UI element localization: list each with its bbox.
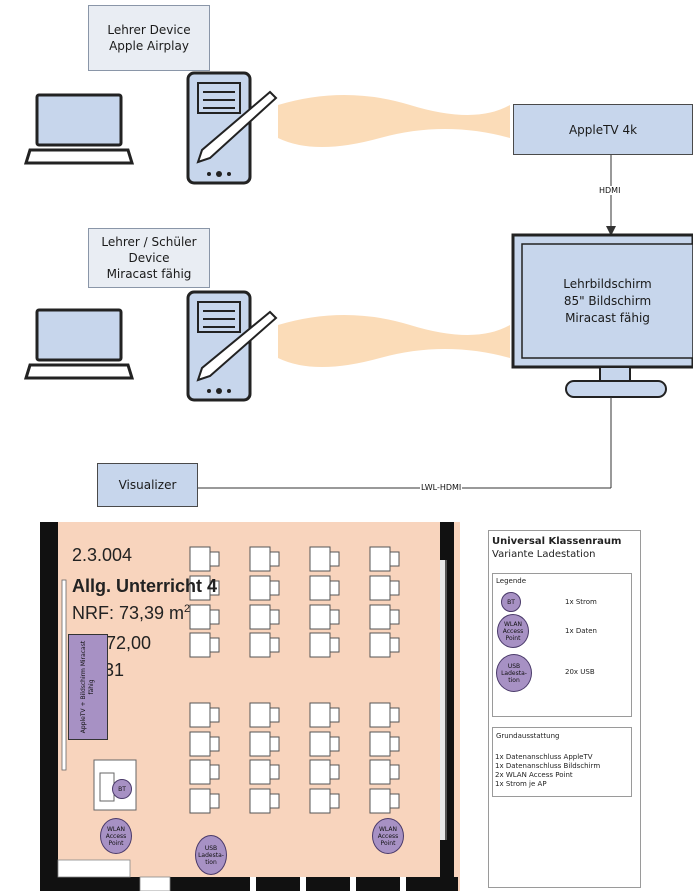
teacher-student-label: Lehrer / Schüler Device Miracast fähig	[88, 228, 210, 288]
room-number: 2.3.004	[72, 545, 133, 565]
label-line: Miracast fähig	[565, 310, 650, 325]
grund-item: 1x Datenanschluss AppleTV	[495, 753, 593, 761]
legend-item-text: 1x Daten	[565, 627, 597, 635]
legend-item-text: 1x Strom	[565, 598, 597, 606]
legend-subtitle: Variante Ladestation	[492, 549, 596, 560]
bt-circle: BT	[112, 779, 132, 799]
visualizer-label: Visualizer	[118, 478, 177, 492]
connection-diagram	[23, 71, 693, 489]
grund-item: 1x Strom je AP	[495, 780, 547, 788]
row3-value: 72,00	[106, 633, 152, 653]
tablet-icon	[186, 71, 278, 185]
appletv-box: AppleTV 4k	[513, 104, 693, 155]
room-row4: 31	[104, 660, 125, 680]
label-line: Lehrbildschirm	[563, 276, 652, 291]
label-line: Miracast fähig	[106, 267, 192, 281]
laptop-icon	[23, 93, 135, 165]
wireless-wave	[278, 95, 510, 147]
hdmi-label: HDMI	[598, 186, 622, 195]
screen-marker: AppleTV + Bildschirm Miracast fähig	[68, 634, 108, 740]
wlan-circle: WLAN Access Point	[372, 818, 404, 854]
grund-label: Grundausstattung	[496, 732, 560, 740]
legend-bt-circle: BT	[501, 592, 521, 612]
legende-label: Legende	[496, 577, 527, 585]
label-line: Apple Airplay	[109, 39, 189, 53]
wireless-wave	[278, 315, 510, 367]
label-line: 85" Bildschirm	[563, 293, 652, 308]
legend-item-text: 20x USB	[565, 668, 595, 676]
wlan-circle: WLAN Access Point	[100, 818, 132, 854]
visualizer-box: Visualizer	[97, 463, 198, 507]
label-line: Lehrer / Schüler	[101, 235, 197, 249]
screen-label: Lehrbildschirm 85" Bildschirm Miracast f…	[522, 244, 693, 358]
room-nrf: NRF: 73,39 m2	[72, 603, 190, 624]
tablet-icon	[186, 290, 278, 402]
nrf-sup: 2	[184, 603, 191, 615]
legend-wlan-circle: WLAN Access Point	[497, 614, 529, 648]
label-line: Lehrer Device	[107, 23, 191, 37]
label-line: Device	[128, 251, 170, 265]
grundausstattung-box	[492, 727, 632, 797]
room-name: Allg. Unterricht 4	[72, 576, 218, 596]
grund-item: 2x WLAN Access Point	[495, 771, 573, 779]
nrf-value: NRF: 73,39 m	[72, 603, 185, 623]
teacher-airplay-label: Lehrer Device Apple Airplay	[88, 5, 210, 71]
grund-item: 1x Datenanschluss Bildschirm	[495, 762, 601, 770]
laptop-icon	[23, 308, 135, 380]
lwl-hdmi-label: LWL-HDMI	[420, 483, 463, 492]
legend-title: Universal Klassenraum	[492, 536, 622, 547]
usb-circle: USB Ladesta-tion	[195, 835, 227, 875]
monitor-icon	[511, 233, 693, 398]
screen-marker-label: AppleTV + Bildschirm Miracast fähig	[80, 640, 95, 734]
appletv-label: AppleTV 4k	[568, 122, 638, 137]
legend-usb-circle: USB Ladesta-tion	[496, 654, 532, 692]
